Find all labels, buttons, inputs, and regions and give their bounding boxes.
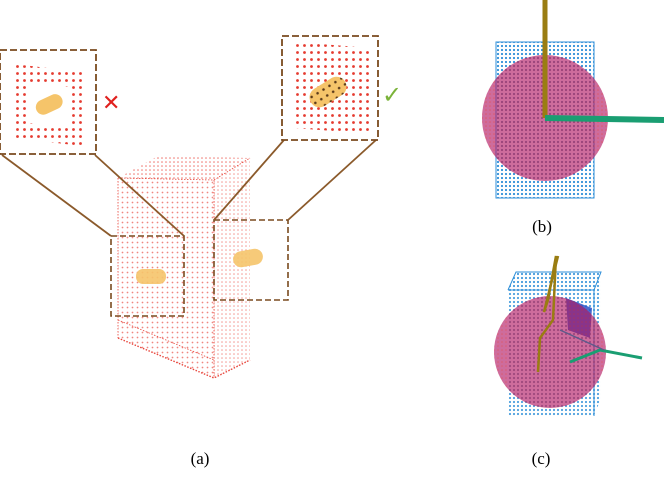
reject-mark: ✕	[102, 91, 120, 116]
region-box-right	[213, 219, 289, 301]
grasp-patch-right	[233, 248, 263, 268]
caption-c: (c)	[532, 449, 551, 468]
caption-b: (b)	[532, 217, 552, 236]
accept-mark: ✓	[382, 81, 402, 109]
point-cloud-box	[117, 156, 251, 379]
region-box-left	[110, 235, 185, 317]
callout-accepted	[281, 35, 379, 141]
callout-rejected	[0, 49, 97, 155]
callout-connectors	[1, 139, 377, 237]
axis-y-c	[559, 329, 605, 351]
axis-x-b	[544, 115, 664, 123]
caption-a: (a)	[191, 449, 210, 468]
panel-c: (c)	[494, 255, 643, 468]
axis-x-c	[569, 348, 643, 364]
grasp-patch-left	[136, 269, 166, 284]
panel-a: ✕ ✓ (a)	[0, 35, 402, 468]
panel-b: (b)	[482, 0, 664, 236]
